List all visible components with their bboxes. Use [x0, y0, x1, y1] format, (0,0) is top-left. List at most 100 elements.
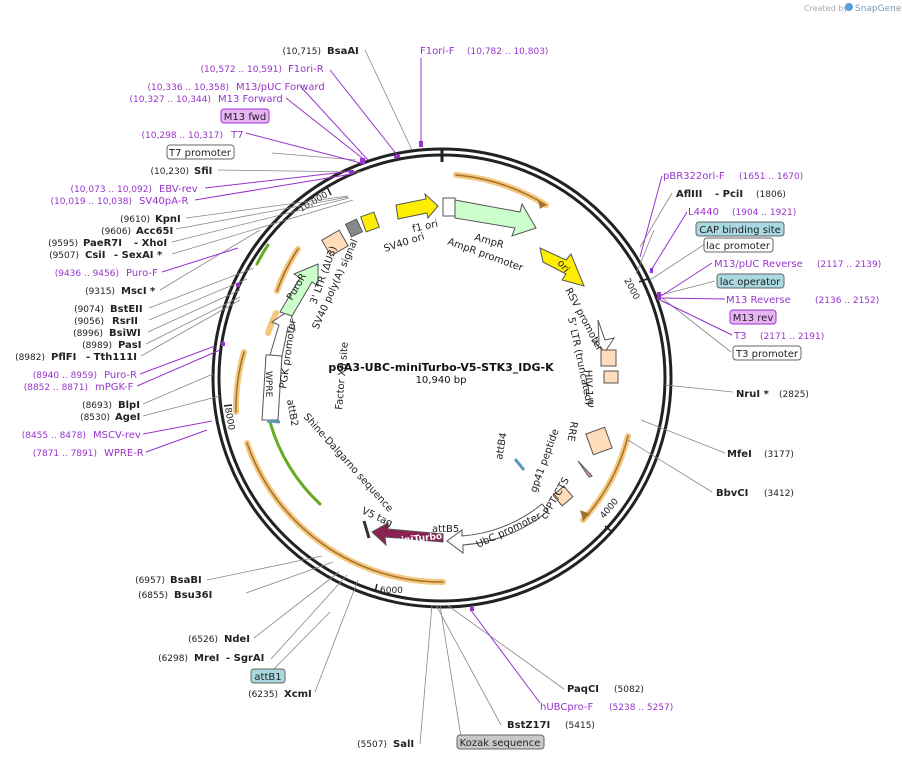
primer-leader-lines [136, 58, 733, 704]
kozak-tag[interactable]: Kozak sequence [460, 738, 541, 749]
paqci-enzyme[interactable]: PaqCI [567, 684, 599, 695]
ebvrev-pos: (10,073 .. 10,092) [71, 185, 152, 195]
xcmi-enzyme[interactable]: XcmI [284, 689, 312, 700]
sfii-enzyme[interactable]: SfiI [194, 166, 212, 177]
m13fwd-primer[interactable]: M13 Forward [218, 94, 283, 105]
pasi-enzyme[interactable]: PasI [118, 340, 141, 351]
sv40-ori-arrow [395, 192, 439, 220]
attb4-marker [513, 458, 526, 471]
agei-enzyme[interactable]: AgeI [115, 412, 140, 423]
ndei-enzyme[interactable]: NdeI [224, 634, 250, 645]
bsu36i-enzyme[interactable]: Bsu36I [174, 590, 212, 601]
sexai-enzyme[interactable]: - SexAI * [114, 250, 163, 261]
boxed-tags: M13 fwd T7 promoter CAP binding site lac… [166, 108, 802, 750]
afliii-enzyme[interactable]: AflIII [676, 189, 702, 200]
nrui-pos: (2825) [779, 390, 809, 400]
csii-pos: (9507) [49, 251, 79, 261]
m13puc-pos: (10,336 .. 10,358) [148, 83, 229, 93]
f1orif-primer[interactable]: F1ori-F [420, 46, 455, 57]
wprer-primer[interactable]: WPRE-R [104, 448, 144, 459]
sali-enzyme[interactable]: SalI [393, 739, 414, 750]
t7-primer[interactable]: T7 [230, 130, 243, 141]
attb1-tag[interactable]: attB1 [254, 672, 281, 683]
m13rev-pos: (2136 .. 2152) [815, 296, 879, 306]
bsabi-enzyme[interactable]: BsaBI [170, 575, 202, 586]
cap-tag[interactable]: CAP binding site [699, 225, 781, 236]
mpgkf-primer[interactable]: mPGK-F [95, 382, 134, 393]
label-attb2: attB2 [284, 399, 300, 428]
t3-primer[interactable]: T3 [733, 331, 746, 342]
bsaai-enzyme[interactable]: BsaAI [327, 46, 359, 57]
hubcpro-pos: (5238 .. 5257) [609, 703, 673, 713]
t3promoter-tag[interactable]: T3 promoter [735, 349, 799, 360]
purof-primer[interactable]: Puro-F [126, 268, 158, 279]
hubcpro-primer[interactable]: hUBCpro-F [540, 702, 593, 713]
ltr3-box [321, 229, 349, 257]
lacpromoter-tag[interactable]: lac promoter [706, 241, 771, 252]
m13fwd-tag[interactable]: M13 fwd [224, 112, 266, 123]
sgrai-enzyme[interactable]: - SgrAI [226, 653, 264, 664]
nrui-enzyme[interactable]: NruI * [736, 389, 770, 400]
pflfi-enzyme[interactable]: PflFI [51, 352, 76, 363]
credit-text: Created by [804, 4, 848, 13]
mfei-enzyme[interactable]: MfeI [727, 449, 752, 460]
ltr5-box [600, 349, 617, 367]
puror-primer[interactable]: Puro-R [104, 370, 137, 381]
rsrii-pos: (9056) [74, 317, 104, 327]
plasmid-name: p6A3-UBC-miniTurbo-V5-STK3_IDG-K [328, 361, 554, 374]
sv40pa-primer[interactable]: SV40pA-R [139, 196, 188, 207]
m13rev-primer[interactable]: M13 Reverse [726, 295, 791, 306]
sv40pa-pos: (10,019 .. 10,038) [51, 197, 132, 207]
feature-highlight-arcs [232, 172, 631, 586]
msci-enzyme[interactable]: MscI * [121, 286, 156, 297]
tth111i-enzyme[interactable]: - Tth111I [86, 352, 137, 363]
v5-tag-marker [362, 520, 371, 539]
feature-arrows [261, 192, 619, 554]
pbr322-primer[interactable]: pBR322ori-F [663, 171, 725, 182]
mfei-pos: (3177) [764, 450, 794, 460]
ampr-arrow [454, 199, 537, 237]
acc65i-enzyme[interactable]: Acc65I [136, 226, 173, 237]
m13pucrev-primer[interactable]: M13/pUC Reverse [714, 259, 803, 270]
kpni-enzyme[interactable]: KpnI [155, 214, 181, 225]
rsrii-enzyme[interactable]: RsrII [112, 316, 138, 327]
attb2-marker [266, 419, 281, 424]
t7promoter-tag[interactable]: T7 promoter [168, 148, 232, 159]
pcii-enzyme[interactable]: - PciI [715, 189, 743, 200]
ndei-pos: (6526) [188, 635, 218, 645]
l4440-primer[interactable]: L4440 [688, 207, 719, 218]
paqci-pos: (5082) [614, 685, 644, 695]
mscvrev-pos: (8455 .. 8478) [22, 431, 86, 441]
rre-box [585, 426, 613, 456]
m13fwd-pos: (10,327 .. 10,344) [130, 95, 211, 105]
agei-pos: (8530) [80, 413, 110, 423]
blpi-enzyme[interactable]: BlpI [118, 400, 140, 411]
bstz17i-enzyme[interactable]: BstZ17I [507, 720, 550, 731]
mscvrev-primer[interactable]: MSCV-rev [93, 430, 141, 441]
mrei-pos: (6298) [158, 654, 188, 664]
purof-pos: (9436 .. 9456) [55, 269, 119, 279]
m13puc-primer[interactable]: M13/pUC Forward [236, 82, 325, 93]
mrei-enzyme[interactable]: MreI [194, 653, 219, 664]
csii-enzyme[interactable]: CsiI [85, 250, 105, 261]
f1orir-primer[interactable]: F1ori-R [288, 64, 324, 75]
plasmid-size: 10,940 bp [416, 375, 467, 386]
credit-brand: SnapGene [855, 4, 902, 14]
enzyme-labels: (10,715) BsaAI (10,230) SfiI (9610) KpnI… [15, 46, 809, 750]
bsteii-enzyme[interactable]: BstEII [110, 304, 143, 315]
bbvci-enzyme[interactable]: BbvCI [716, 488, 748, 499]
t3-pos: (2171 .. 2191) [760, 332, 824, 342]
sali-pos: (5507) [357, 740, 387, 750]
bsiwi-enzyme[interactable]: BsiWI [109, 328, 141, 339]
paer7i-enzyme[interactable]: PaeR7I [83, 238, 122, 249]
lacoperator-tag[interactable]: lac operator [720, 277, 781, 288]
pflfi-pos: (8982) [15, 353, 45, 363]
sfii-pos: (10,230) [150, 167, 189, 177]
sv40-poly-box [360, 211, 380, 233]
m13rev-tag[interactable]: M13 rev [733, 313, 774, 324]
cppt-box [552, 485, 574, 507]
ebvrev-primer[interactable]: EBV-rev [159, 184, 198, 195]
xhoi-enzyme[interactable]: - XhoI [134, 238, 167, 249]
bstz17i-pos: (5415) [565, 721, 595, 731]
mpgkf-pos: (8852 .. 8871) [24, 383, 88, 393]
